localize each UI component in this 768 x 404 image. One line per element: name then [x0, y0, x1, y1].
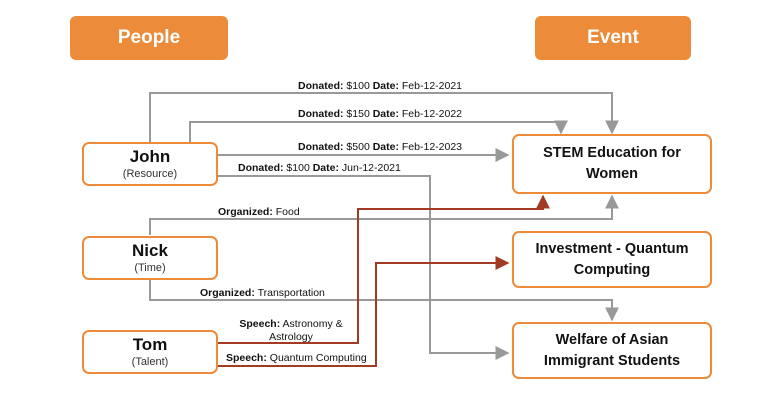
person-role: (Resource) [122, 168, 178, 180]
edge-john-stem-100 [149, 92, 619, 143]
person-name: Tom [132, 335, 168, 354]
event-quantum-computing[interactable]: Investment - Quantum Computing [512, 231, 712, 288]
person-name: John [129, 147, 171, 166]
event-label-line1: Investment - Quantum [535, 240, 689, 257]
person-john[interactable]: John (Resource) [82, 142, 218, 186]
person-role: (Talent) [131, 356, 169, 368]
edge-tom-quantum [218, 256, 510, 367]
edge-john-stem-150 [189, 120, 568, 143]
event-header-label: Event [587, 27, 639, 48]
event-stem-education[interactable]: STEM Education for Women [512, 134, 712, 194]
event-label-line2: Women [585, 166, 639, 182]
edge-nick-stem-food [149, 194, 619, 235]
person-tom[interactable]: Tom (Talent) [82, 330, 218, 374]
event-label-line2: Computing [573, 261, 651, 278]
event-label-line1: Welfare of Asian [555, 331, 669, 348]
event-label-line1: STEM Education for [543, 145, 681, 161]
people-header: People [70, 16, 228, 60]
person-nick[interactable]: Nick (Time) [82, 236, 218, 280]
edge-label-john-welfare-100: Donated: $100 Date: Jun-12-2021 [238, 162, 401, 174]
person-role: (Time) [134, 262, 166, 274]
event-label-line2: Immigrant Students [543, 352, 681, 369]
event-welfare-immigrants[interactable]: Welfare of Asian Immigrant Students [512, 322, 712, 379]
event-header: Event [535, 16, 691, 60]
edge-label-tom-stem-astronomy: Speech: Astronomy & Astrology [239, 318, 343, 343]
edge-label-john-stem-500: Donated: $500 Date: Feb-12-2023 [298, 141, 463, 153]
edge-label-nick-stem-food: Organized: Food [218, 206, 300, 218]
people-header-label: People [117, 27, 181, 48]
edge-label-john-stem-100: Donated: $100 Date: Feb-12-2021 [298, 80, 463, 92]
person-name: Nick [132, 241, 168, 260]
edge-nick-welfare-transport [149, 280, 619, 322]
edge-tom-stem-astronomy [218, 194, 550, 344]
edge-label-nick-welfare-transport: Organized: Transportation [200, 287, 325, 299]
edge-label-tom-quantum: Speech: Quantum Computing [226, 352, 367, 364]
edge-label-john-stem-150: Donated: $150 Date: Feb-12-2022 [298, 108, 463, 120]
edge-john-welfare-100 [218, 175, 510, 360]
